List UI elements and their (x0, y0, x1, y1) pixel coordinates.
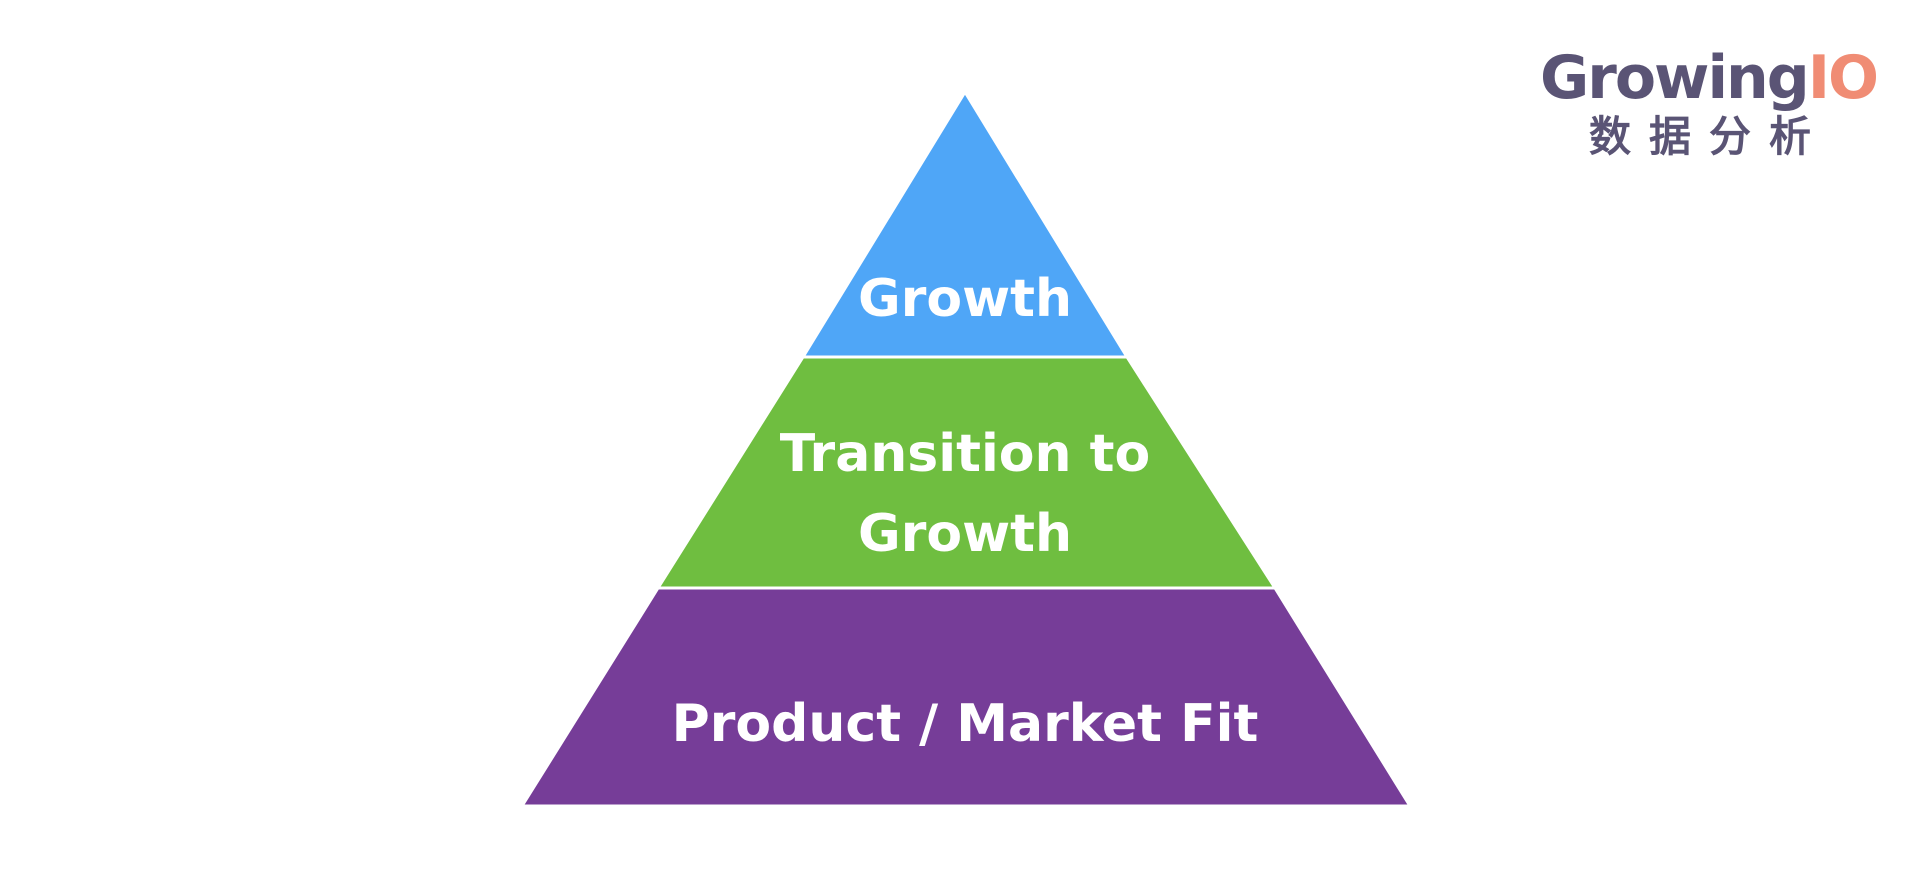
tier-label-middle-line1: Transition to (780, 424, 1150, 484)
logo-word-main: Growing (1540, 43, 1810, 113)
pyramid-tier-base (519, 586, 1413, 808)
tier-label-top: Growth (858, 269, 1072, 329)
growingio-logo: GrowingIO 数据分析 (1540, 48, 1879, 161)
logo-subtitle: 数据分析 (1588, 112, 1829, 161)
logo-wordmark: GrowingIO (1540, 48, 1879, 108)
logo-word-accent: IO (1807, 43, 1879, 113)
tier-label-base: Product / Market Fit (672, 694, 1259, 754)
tier-label-middle-line2: Growth (858, 504, 1072, 564)
